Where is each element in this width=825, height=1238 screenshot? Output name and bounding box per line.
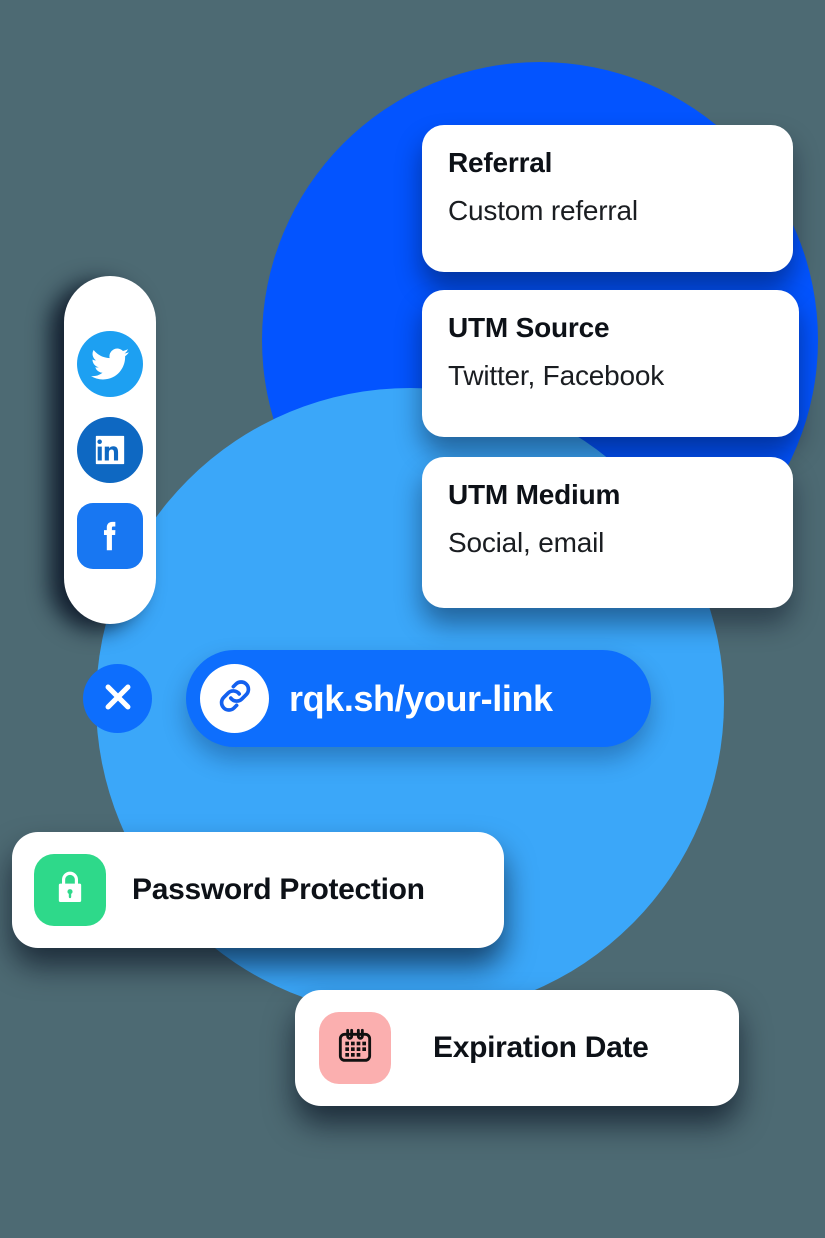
linkedin-icon — [93, 433, 127, 467]
info-card-referral: Referral Custom referral — [422, 125, 793, 272]
lock-icon-badge — [34, 854, 106, 926]
info-card-utm-medium: UTM Medium Social, email — [422, 457, 793, 608]
info-card-utm-source: UTM Source Twitter, Facebook — [422, 290, 799, 437]
link-icon-badge — [200, 664, 269, 733]
social-share-panel — [64, 276, 156, 624]
feature-chip-label: Password Protection — [132, 873, 425, 906]
link-chain-icon — [214, 675, 256, 722]
calendar-icon-badge — [319, 1012, 391, 1084]
card-value: Social, email — [448, 527, 605, 559]
social-button-linkedin[interactable] — [77, 417, 143, 483]
card-value: Twitter, Facebook — [448, 360, 665, 392]
short-link-pill[interactable]: rqk.sh/your-link — [186, 650, 651, 747]
twitter-icon — [91, 345, 129, 383]
card-value: Custom referral — [448, 195, 638, 227]
lock-icon — [50, 868, 90, 913]
short-link-text: rqk.sh/your-link — [289, 677, 553, 719]
facebook-icon — [91, 517, 129, 555]
card-title: UTM Medium — [448, 479, 621, 510]
social-button-twitter[interactable] — [77, 331, 143, 397]
feature-chip-expiration-date[interactable]: Expiration Date — [295, 990, 739, 1106]
feature-chip-label: Expiration Date — [433, 1031, 649, 1064]
card-title: UTM Source — [448, 312, 610, 343]
feature-chip-password-protection[interactable]: Password Protection — [12, 832, 504, 948]
calendar-icon — [335, 1026, 375, 1071]
social-button-facebook[interactable] — [77, 503, 143, 569]
card-title: Referral — [448, 147, 553, 178]
close-x-icon — [101, 680, 135, 717]
close-button[interactable] — [83, 664, 152, 733]
